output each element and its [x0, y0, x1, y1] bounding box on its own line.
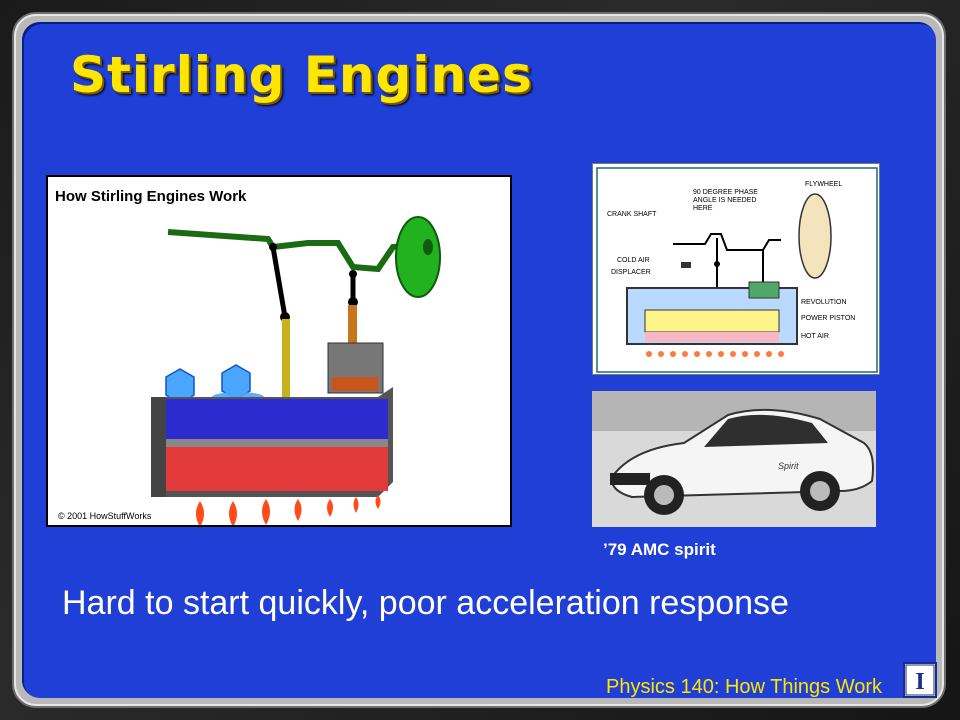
displacer-rod: [270, 246, 288, 318]
flame-icon: [196, 495, 381, 525]
ice-cube-icon: [212, 364, 264, 402]
displacer-plate: [166, 439, 388, 447]
label-phase-2: ANGLE IS NEEDED: [693, 197, 756, 204]
logo-letter: I: [915, 669, 924, 695]
car-badge: Spirit: [778, 461, 799, 471]
schematic-displacer: [644, 309, 780, 333]
schematic-flywheel: [798, 193, 832, 279]
amc-spirit-photo: Spirit: [592, 391, 876, 527]
diagram-heading: How Stirling Engines Work: [55, 188, 247, 205]
hot-chamber: [166, 447, 388, 491]
course-footer: Physics 140: How Things Work: [606, 676, 883, 698]
flywheel: [395, 216, 441, 298]
label-power: POWER PISTON: [801, 315, 855, 322]
crank-shaft: [167, 229, 419, 273]
schematic-illustration: 90 DEGREE PHASE ANGLE IS NEEDED HERE FLY…: [596, 167, 878, 373]
slide-title: Stirling Engines: [70, 46, 533, 104]
label-flywheel: FLYWHEEL: [805, 181, 842, 188]
label-revolution: REVOLUTION: [801, 299, 847, 306]
engine-schematic: 90 DEGREE PHASE ANGLE IS NEEDED HERE FLY…: [592, 163, 880, 375]
schematic-flames: [646, 351, 784, 357]
label-phase-3: HERE: [693, 205, 713, 212]
label-hot: HOT AIR: [801, 333, 829, 340]
cold-chamber: [166, 399, 388, 445]
label-phase: 90 DEGREE PHASE: [693, 189, 758, 196]
stirling-engine-diagram: How Stirling Engines Work: [46, 175, 512, 527]
diagram-credit: © 2001 HowStuffWorks: [58, 511, 152, 521]
label-cold: COLD AIR: [617, 257, 650, 264]
engine-illustration: [151, 216, 441, 525]
label-displacer: DISPLACER: [611, 269, 651, 276]
photo-caption: ’79 AMC spirit: [603, 540, 716, 559]
label-crank: CRANK SHAFT: [607, 211, 657, 218]
slide-subtitle: Hard to start quickly, poor acceleration…: [62, 584, 789, 622]
car-illustration: Spirit: [592, 391, 876, 527]
university-logo: I: [903, 662, 937, 698]
